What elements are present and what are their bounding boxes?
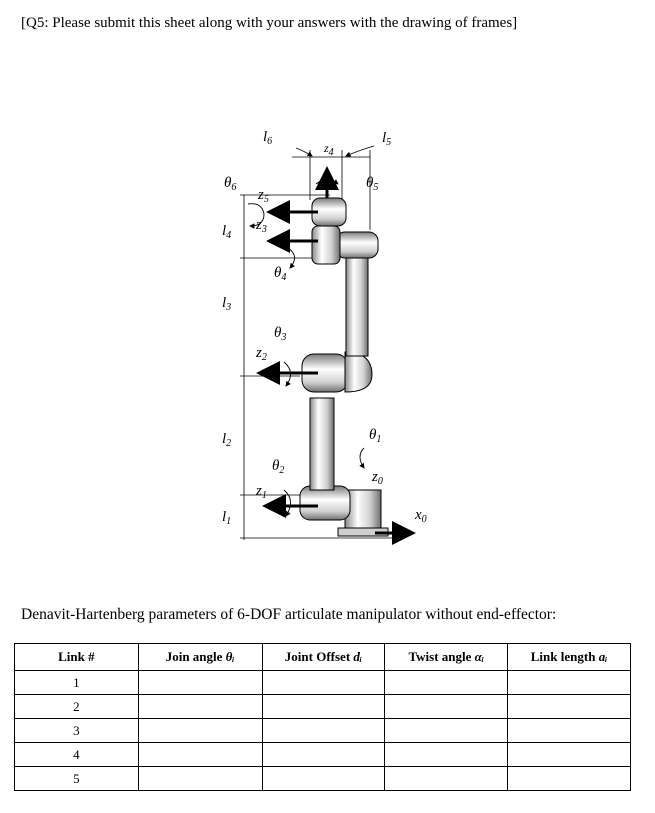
cell-joint-angle[interactable] <box>137 670 263 695</box>
label-z5: z5 <box>258 187 269 205</box>
table-row: 5 <box>14 766 631 791</box>
cell-twist-angle[interactable] <box>384 718 509 743</box>
cell-joint-offset[interactable] <box>261 694 386 719</box>
label-theta4: θ4 <box>274 265 287 283</box>
cell-joint-offset[interactable] <box>261 718 386 743</box>
label-l4: l4 <box>222 223 232 241</box>
header-joint-angle: Join angle θᵢ <box>137 643 263 671</box>
robot-arm-drawing <box>240 145 416 545</box>
cell-link-number: 4 <box>14 742 139 767</box>
label-theta2: θ2 <box>272 458 285 476</box>
cell-joint-offset[interactable] <box>261 766 386 791</box>
robot-arm-figure: l6 l5 z4 θ6 θ5 z5 z3 l4 θ4 l3 θ3 z2 l2 θ… <box>222 129 427 545</box>
cell-joint-offset[interactable] <box>261 670 386 695</box>
cell-joint-angle[interactable] <box>137 742 263 767</box>
cell-twist-angle[interactable] <box>384 742 509 767</box>
header-link-length: Link length aᵢ <box>507 643 631 671</box>
table-header-row: Link # Join angle θᵢ Joint Offset dᵢ Twi… <box>14 643 631 671</box>
label-l1: l1 <box>222 509 232 527</box>
dh-parameter-table: Link # Join angle θᵢ Joint Offset dᵢ Twi… <box>14 643 631 791</box>
cell-link-length[interactable] <box>507 670 631 695</box>
cell-joint-angle[interactable] <box>137 718 263 743</box>
cell-twist-angle[interactable] <box>384 670 509 695</box>
cell-link-length[interactable] <box>507 694 631 719</box>
cell-link-length[interactable] <box>507 742 631 767</box>
label-x0: x0 <box>415 507 427 525</box>
robot-body <box>299 197 389 537</box>
cell-joint-angle[interactable] <box>137 766 263 791</box>
rotation-arcs <box>247 145 375 517</box>
header-twist-angle: Twist angle αᵢ <box>384 643 509 671</box>
z-axis-arrows <box>256 166 416 545</box>
cell-joint-offset[interactable] <box>261 742 386 767</box>
cell-link-length[interactable] <box>507 718 631 743</box>
cell-link-number: 3 <box>14 718 139 743</box>
cell-twist-angle[interactable] <box>384 766 509 791</box>
label-l5: l5 <box>382 130 392 148</box>
cell-link-number: 5 <box>14 766 139 791</box>
label-z3: z3 <box>256 217 267 235</box>
header-link: Link # <box>14 643 139 671</box>
label-theta5: θ5 <box>366 175 379 193</box>
question-header: [Q5: Please submit this sheet along with… <box>21 15 518 31</box>
dh-caption: Denavit-Hartenberg parameters of 6-DOF a… <box>21 606 557 623</box>
label-l2: l2 <box>222 431 232 449</box>
label-l3: l3 <box>222 295 232 313</box>
label-theta1: θ1 <box>369 427 382 445</box>
label-theta3: θ3 <box>274 325 287 343</box>
cell-link-number: 1 <box>14 670 139 695</box>
table-row: 4 <box>14 742 631 767</box>
cell-twist-angle[interactable] <box>384 694 509 719</box>
table-row: 3 <box>14 718 631 743</box>
label-theta6: θ6 <box>224 175 237 193</box>
table-row: 2 <box>14 694 631 719</box>
label-z0: z0 <box>372 469 383 487</box>
cell-joint-angle[interactable] <box>137 694 263 719</box>
label-z1: z1 <box>256 483 267 501</box>
label-z2: z2 <box>256 345 267 363</box>
table-row: 1 <box>14 670 631 695</box>
cell-link-length[interactable] <box>507 766 631 791</box>
cell-link-number: 2 <box>14 694 139 719</box>
label-l6: l6 <box>263 129 273 147</box>
header-joint-offset: Joint Offset dᵢ <box>261 643 386 671</box>
label-z4: z4 <box>324 141 334 158</box>
